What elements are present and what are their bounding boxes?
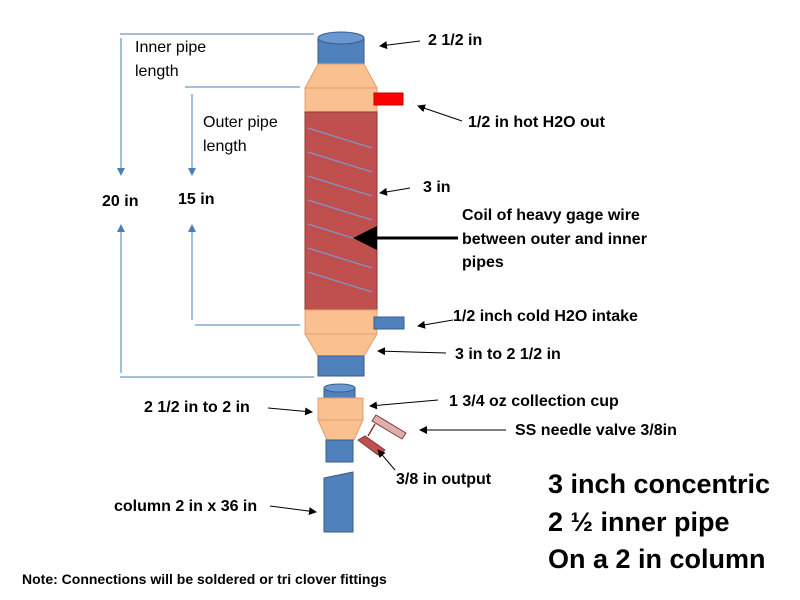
upper-reducer <box>304 63 378 89</box>
footnote: Note: Connections will be soldered or tr… <box>22 571 387 587</box>
collection-cup <box>317 397 364 421</box>
arrow-cold-in <box>417 319 454 329</box>
arrow-cup <box>369 399 439 410</box>
label-outer-pipe-length-1: Outer pipe <box>203 114 278 131</box>
arrow-output <box>377 449 396 471</box>
label-output: 3/8 in output <box>396 471 492 488</box>
label-reducer: 3 in to 2 1/2 in <box>455 346 561 363</box>
dimension-lines <box>117 33 314 378</box>
arrow-column <box>269 505 317 516</box>
pointer-arrows <box>267 40 506 516</box>
column-pipe <box>323 471 354 533</box>
label-coil-3: pipes <box>462 254 504 271</box>
coil-wire <box>307 127 373 293</box>
label-coil-1: Coil of heavy gage wire <box>462 207 640 224</box>
top-inner-pipe <box>317 31 365 65</box>
label-hot-out: 1/2 in hot H2O out <box>468 114 605 131</box>
label-column: column 2 in x 36 in <box>114 498 258 515</box>
cup-reducer <box>317 419 364 441</box>
label-outer-pipe-length-2: length <box>203 138 247 155</box>
label-body-dia: 3 in <box>423 179 451 196</box>
cooling-jacket <box>304 111 378 311</box>
label-dim-20: 20 in <box>102 193 139 210</box>
cup-outlet-pipe <box>325 439 354 463</box>
summary-line-1: 3 inch concentric <box>548 469 771 499</box>
bottom-inner-pipe <box>317 355 365 377</box>
needle-valve <box>357 414 407 456</box>
lower-collar <box>304 309 378 335</box>
label-valve: SS needle valve 3/8in <box>515 422 677 439</box>
label-cold-in: 1/2 inch cold H2O intake <box>453 308 638 325</box>
upper-collar <box>304 87 378 113</box>
arrow-reducer <box>377 347 447 356</box>
cold-water-intake <box>373 316 405 330</box>
label-inner-pipe-length-1: Inner pipe <box>135 39 207 56</box>
arrow-top-cap <box>379 40 421 50</box>
summary-line-3: On a 2 in column <box>548 544 766 574</box>
label-inner-pipe-length-2: length <box>135 63 179 80</box>
lower-reducer <box>304 333 378 357</box>
label-cup: 1 3/4 oz collection cup <box>449 393 619 410</box>
arrow-body-dia <box>379 187 411 196</box>
summary-line-2: 2 ½ inner pipe <box>548 507 730 537</box>
hot-water-outlet <box>373 92 404 106</box>
arrow-hot-out <box>417 104 463 122</box>
label-coil-2: between outer and inner <box>462 231 647 248</box>
collection-cup-top <box>323 383 356 399</box>
arrow-reducer2 <box>267 407 313 416</box>
label-dim-15: 15 in <box>178 191 215 208</box>
label-reducer2: 2 1/2 in to 2 in <box>144 399 250 416</box>
label-top-cap: 2 1/2 in <box>428 32 483 49</box>
